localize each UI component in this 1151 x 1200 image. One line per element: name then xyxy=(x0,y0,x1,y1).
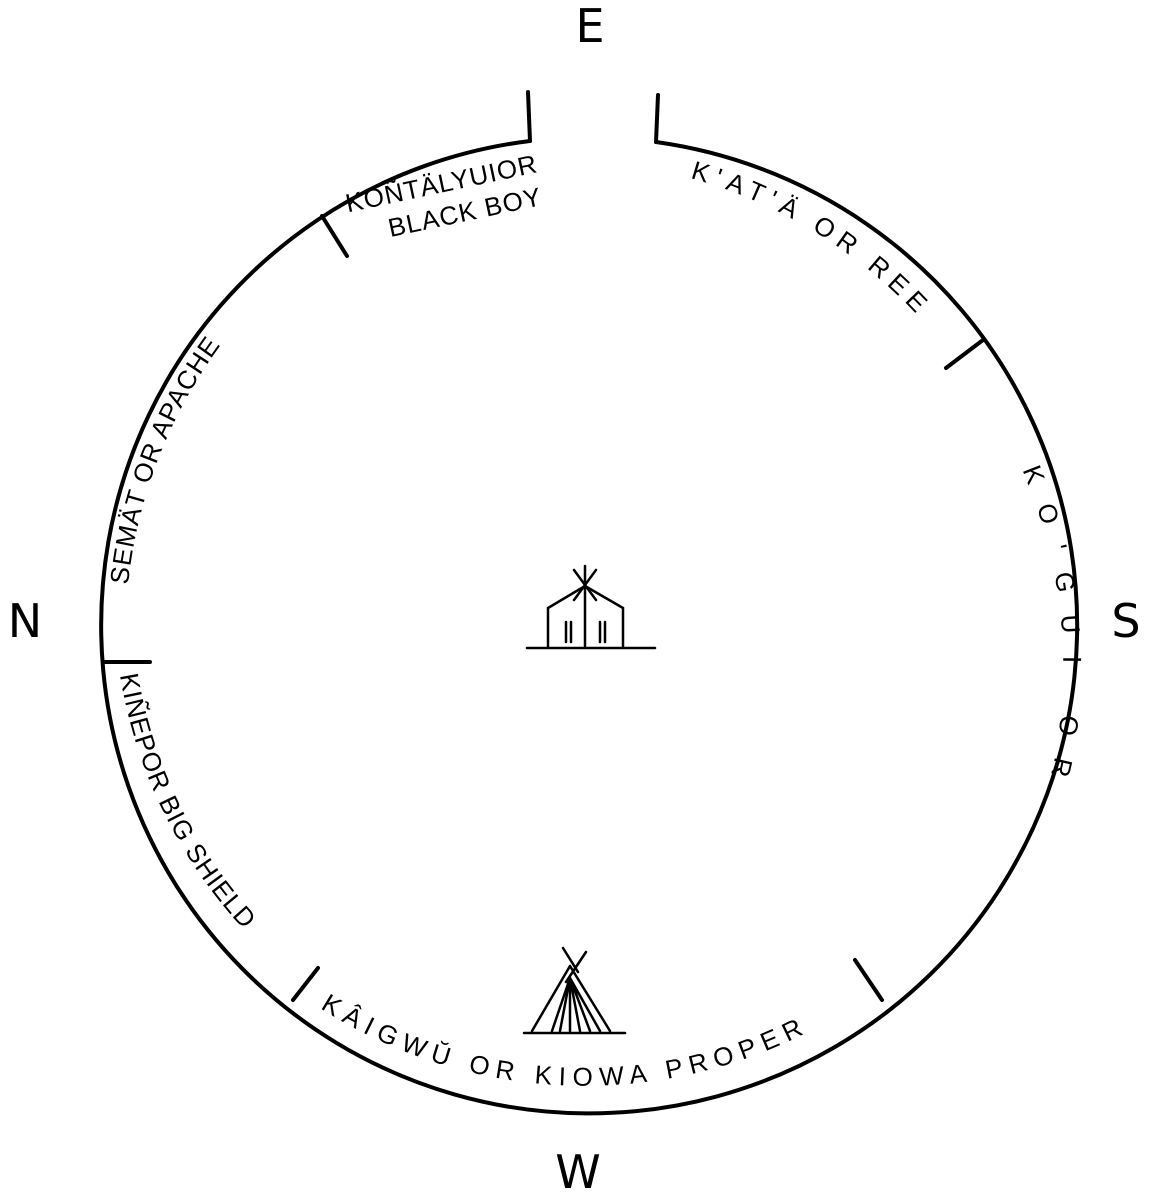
tipi-icon xyxy=(522,946,627,1035)
divider-kontalyui-semat xyxy=(320,214,349,258)
divider-kaigwu-kogui xyxy=(853,958,884,1002)
segment-label-kontalyui: KOÑTÄLYUIOR BLACK BOY xyxy=(343,148,545,243)
segment-label-semat: SEMÄT OR APACHE xyxy=(104,330,226,585)
direction-west: W xyxy=(555,1145,600,1199)
entrance-right-post xyxy=(654,93,660,144)
entrance-left-post xyxy=(526,90,532,143)
segment-label-kata: K'AT'Ä OR REE xyxy=(688,155,938,323)
divider-kata-kogui xyxy=(944,338,985,370)
divider-kinep-kaigwu xyxy=(291,966,320,1002)
medicine-lodge-icon xyxy=(525,564,657,650)
direction-east: E xyxy=(575,0,604,53)
direction-north: N xyxy=(8,594,42,648)
camp-circle xyxy=(99,139,1080,1116)
direction-south: S xyxy=(1111,594,1140,648)
